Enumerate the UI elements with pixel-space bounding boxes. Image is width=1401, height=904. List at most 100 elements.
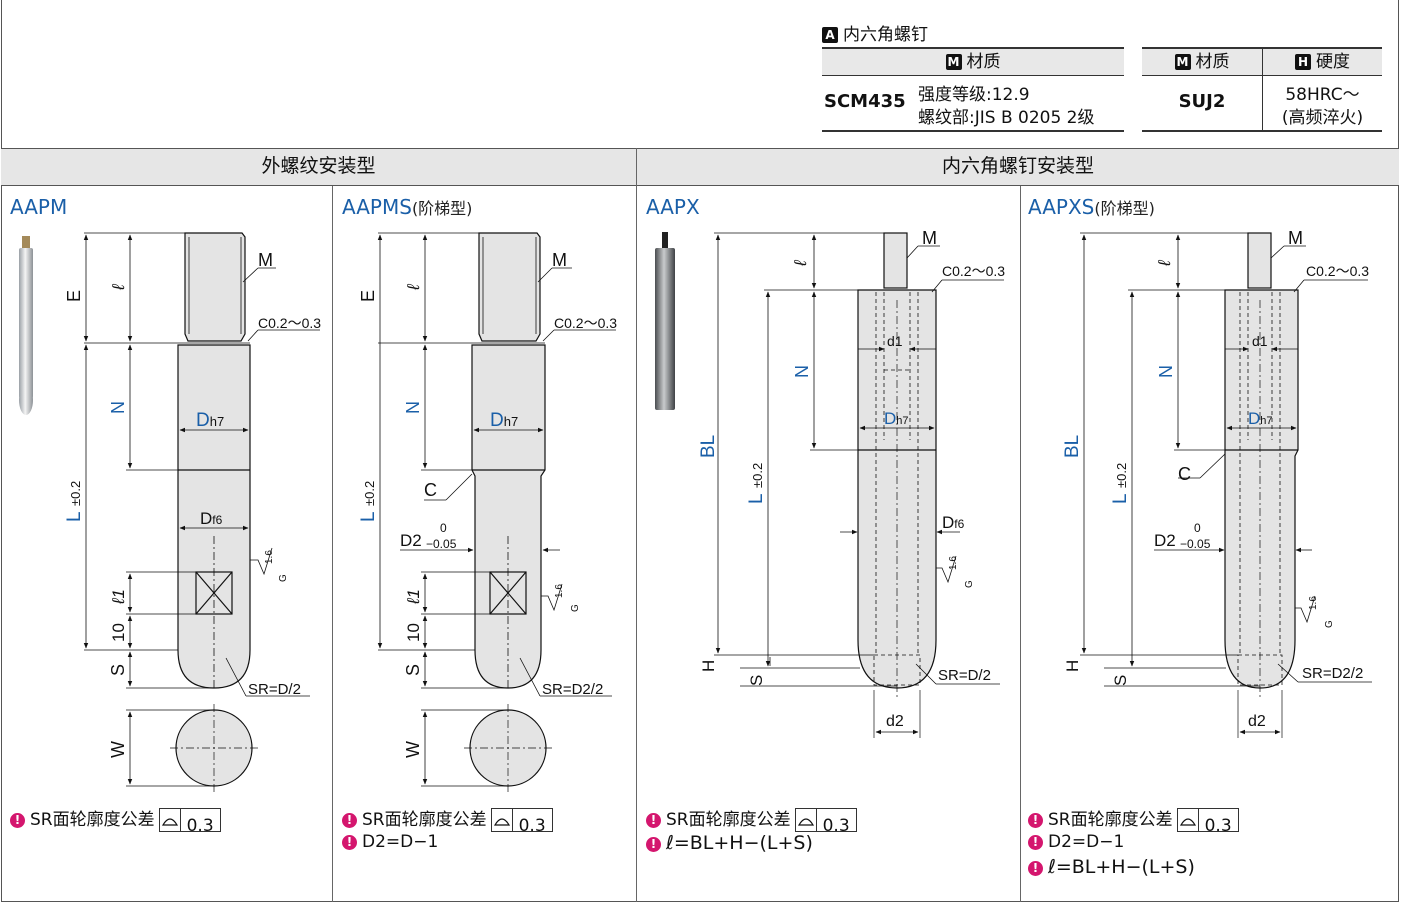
label-d2: d2: [1248, 713, 1266, 730]
label-d1: d1: [887, 333, 903, 349]
label-S: S: [1111, 675, 1130, 686]
divider-left: [332, 186, 333, 902]
note-ell-aapxs: ! ℓ=BL+H−(L+S): [1028, 856, 1195, 878]
label-10: 10: [109, 623, 128, 642]
note-text: SR面轮廓度公差: [362, 810, 487, 830]
aapms-drawing: [377, 232, 616, 792]
label-N: N: [1156, 365, 1176, 378]
label-H: H: [699, 660, 718, 672]
label-BL: BL: [1062, 435, 1083, 458]
label-ell: ℓ: [1155, 260, 1174, 267]
profile-surface-icon: [160, 809, 181, 831]
label-Dh7: Dh7: [1248, 409, 1273, 428]
section-header-bar: [1, 148, 1399, 186]
label-L-tol: ±0.2: [68, 481, 83, 506]
table2-header-material-text: 材质: [1195, 52, 1230, 72]
label-Df6: Df6: [200, 509, 223, 528]
label-G: G: [570, 604, 581, 612]
table1-body: SCM435 强度等级:12.9 螺纹部:JIS B 0205 2级: [822, 76, 1124, 132]
label-G: G: [1324, 620, 1335, 628]
label-N: N: [792, 365, 812, 378]
profile-surface-icon: [492, 809, 513, 831]
label-D2-tol-bot: −0.05: [1180, 537, 1211, 551]
panel-sub: (阶梯型): [1094, 199, 1155, 218]
note-d2-aapms: !D2=D−1: [342, 832, 438, 852]
label-E: E: [64, 290, 84, 302]
label-D2: D2: [1154, 531, 1176, 550]
label-SR: SR=D/2: [248, 681, 301, 698]
screw-key-badge: A: [822, 27, 838, 43]
note-text: SR面轮廓度公差: [1048, 810, 1173, 830]
note-d2-aapxs: !D2=D−1: [1028, 832, 1124, 852]
section-socket: 内六角螺钉安装型: [941, 155, 1094, 177]
aapxs-drawing: [1080, 232, 1372, 738]
screw-label: A 内六角螺钉: [822, 20, 928, 45]
label-ell: ℓ: [791, 260, 810, 267]
panel-title-aapxs: AAPXS(阶梯型): [1028, 195, 1155, 219]
label-chamfer: C0.2～0.3: [258, 315, 321, 331]
panel-title-aapm: AAPM: [10, 195, 67, 219]
label-W: W: [403, 741, 423, 758]
tolerance-value: 0.3: [186, 816, 214, 836]
label-D2-tol-top: 0: [440, 521, 447, 535]
label-L: L: [358, 511, 379, 522]
hardness-key-badge: H: [1295, 54, 1311, 70]
label-S: S: [403, 664, 423, 676]
warning-icon: !: [646, 813, 661, 828]
label-BL: BL: [698, 435, 719, 458]
label-ell: ℓ: [109, 284, 128, 291]
divider-right: [1020, 186, 1021, 902]
table1-spec-line2: 螺纹部:JIS B 0205 2级: [918, 108, 1095, 128]
label-Dh7: Dh7: [884, 409, 909, 428]
note-text: ℓ=BL+H−(L+S): [666, 832, 813, 854]
aapxs-labels: BL L ±0.2 ℓ N C H S M C0.2～0.3 d1 Dh7 D2…: [1062, 228, 1369, 730]
aapm-labels: E ℓ N L ±0.2 ℓ1 10 S W M C0.2～0.3 Dh7 Df…: [64, 250, 321, 758]
label-N: N: [403, 401, 423, 414]
label-chamfer: C0.2～0.3: [942, 263, 1005, 279]
note-text: D2=D−1: [362, 832, 439, 852]
label-M: M: [1288, 228, 1303, 248]
label-rough: 1.6: [948, 556, 959, 570]
label-chamfer: C0.2～0.3: [554, 315, 617, 331]
warning-icon: !: [10, 813, 25, 828]
label-E: E: [358, 290, 378, 302]
label-Dh7: Dh7: [490, 410, 518, 431]
label-10: 10: [404, 623, 423, 642]
profile-surface-icon: [1178, 809, 1199, 831]
label-D2-tol-bot: −0.05: [426, 537, 457, 551]
panel-code: AAPMS: [342, 195, 412, 219]
warning-icon: !: [1028, 861, 1043, 876]
note-ell-aapx: !ℓ=BL+H−(L+S): [646, 832, 813, 854]
warning-icon: !: [342, 813, 357, 828]
label-N: N: [108, 401, 128, 414]
note-text: ℓ=BL+H−(L+S): [1048, 856, 1195, 878]
label-S: S: [108, 664, 128, 676]
label-d1: d1: [1252, 333, 1268, 349]
screw-label-text: 内六角螺钉: [843, 25, 928, 45]
table1-spec-line1: 强度等级:12.9: [918, 85, 1030, 105]
label-C: C: [424, 480, 437, 500]
label-SR: SR=D/2: [938, 667, 991, 684]
material-key-badge: M: [945, 54, 962, 70]
label-D2: D2: [400, 531, 422, 550]
warning-icon: !: [1028, 835, 1043, 850]
label-SR: SR=D2/2: [1302, 665, 1363, 682]
label-rough: 1.6: [554, 584, 565, 598]
panel-title-aapx: AAPX: [646, 195, 700, 219]
table2-body: SUJ2 58HRC～ (高频淬火): [1142, 76, 1382, 132]
label-G: G: [278, 574, 289, 582]
section-external: 外螺纹安装型: [261, 155, 376, 177]
aapx-drawing: [714, 232, 1004, 738]
aapms-labels: E ℓ N L ±0.2 ℓ1 10 S W M C0.2～0.3 C Dh7 …: [358, 250, 617, 758]
tolerance-box: 0.3: [1176, 808, 1239, 836]
panel-code: AAPM: [10, 195, 68, 219]
table2-material: SUJ2: [1178, 91, 1226, 112]
label-L-tol: ±0.2: [1114, 463, 1129, 488]
label-M: M: [258, 250, 273, 270]
divider-main: [636, 148, 637, 902]
panel-sub: (阶梯型): [411, 199, 473, 218]
